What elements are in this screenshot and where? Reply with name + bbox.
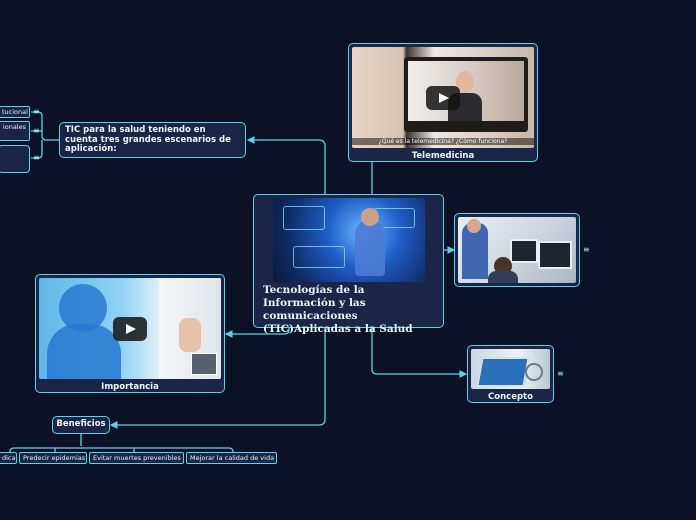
benefit-item-3[interactable]: Evitar muertes prevenibles [89,452,184,464]
left-item-2[interactable]: ionales [0,121,30,141]
telemedicina-node[interactable]: ¿Qué es la telemedicina? ¿Cómo funciona?… [348,43,538,162]
central-image [273,198,425,282]
escenarios-topic[interactable]: TIC para la salud teniendo en cuenta tre… [59,122,246,158]
telemedicina-caption: Telemedicina [352,151,534,161]
connector-escenarios [248,140,325,194]
central-topic-node[interactable]: Tecnologías de la Información y las comu… [253,194,444,328]
left-item-3-menu-icon[interactable]: ≡ [33,154,40,162]
left-item-1[interactable]: tucional [0,106,30,118]
importancia-node[interactable]: Importancia [35,274,225,393]
connector-benefits [10,433,233,452]
central-title: Tecnologías de la Información y las comu… [257,282,440,338]
tablet-screen [404,57,528,132]
play-button-icon[interactable] [426,86,460,110]
importancia-video-thumbnail[interactable] [39,278,221,379]
left-item-1-menu-icon[interactable]: ≡ [33,108,40,116]
beneficios-topic[interactable]: Beneficios [52,416,110,434]
escenarios-title: TIC para la salud teniendo en cuenta tre… [65,125,231,154]
play-button-icon[interactable] [113,317,147,341]
lab-image-node[interactable] [454,213,580,287]
video-subtitle: ¿Qué es la telemedicina? ¿Cómo funciona? [352,138,534,145]
concepto-node[interactable]: Concepto [467,345,554,403]
telemedicina-video-thumbnail[interactable]: ¿Qué es la telemedicina? ¿Cómo funciona? [352,47,534,148]
concepto-caption: Concepto [471,392,550,402]
beneficios-title: Beneficios [56,419,105,429]
left-item-2-menu-icon[interactable]: ≡ [33,127,40,135]
concepto-menu-icon[interactable]: ≡ [557,370,564,378]
importancia-caption: Importancia [39,382,221,392]
lab-image [458,217,576,283]
lab-menu-icon[interactable]: ≡ [583,246,590,254]
connector-left-items [31,112,59,158]
benefit-item-2[interactable]: Predecir epidemias [19,452,87,464]
left-item-3[interactable] [0,145,30,173]
benefit-item-4[interactable]: Mejorar la calidad de vida [186,452,277,464]
benefit-item-1[interactable]: dica [0,452,17,464]
concepto-image [471,349,550,389]
